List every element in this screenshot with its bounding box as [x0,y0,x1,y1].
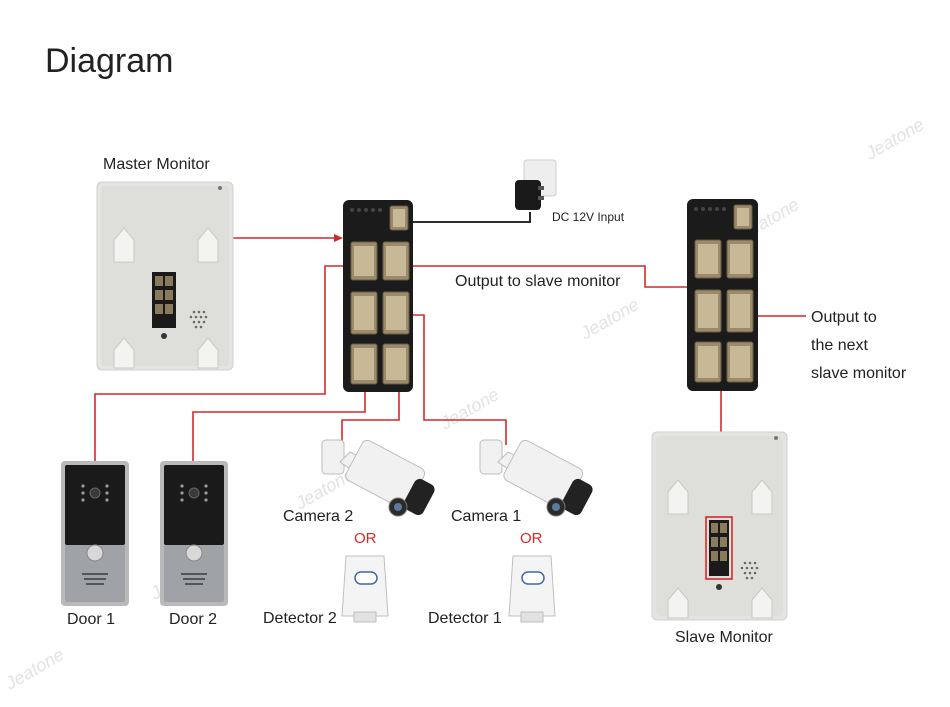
slave-monitor-label: Slave Monitor [675,629,773,646]
output-next-label-3: slave monitor [811,365,907,382]
speaker-grille [740,561,759,580]
slave-monitor [651,431,788,621]
master-monitor-label: Master Monitor [103,156,210,173]
output-slave-label: Output to slave monitor [455,273,621,290]
power-adapter-icon [515,159,557,210]
camera2-label: Camera 2 [283,508,353,525]
mount-hook [667,479,689,515]
or-label: OR [354,530,377,547]
door-station-1 [61,461,129,606]
or-label: OR [520,530,543,547]
door1-label: Door 1 [67,611,115,628]
connector-board-master [343,200,413,392]
wire-door1 [94,265,350,462]
mic-hole [161,333,167,339]
mic-hole [716,584,722,590]
detector-1-icon [508,555,556,623]
mount-hook [197,337,219,369]
camera1-label: Camera 1 [451,508,521,525]
wire-door2 [192,390,366,462]
mount-hook [751,479,773,515]
watermark: Jeatone [861,114,927,164]
mount-hook [751,587,773,619]
mount-hook [197,227,219,263]
call-button-icon [86,544,104,562]
output-next-label-1: Output to [811,309,877,326]
connector-board-slave [687,199,758,391]
call-button-icon [185,544,203,562]
camera-2-icon [321,439,435,517]
detector2-label: Detector 2 [263,610,337,627]
arrowhead [334,234,343,242]
watermark: Jeatone [436,384,502,434]
watermark: Jeatone [576,294,642,344]
watermark: Jeatone [1,644,67,694]
camera-1-icon [479,439,593,517]
mount-hook [667,587,689,619]
detector-2-icon [341,555,389,623]
wire-camera1 [412,314,507,445]
mount-hook [113,337,135,369]
wire-power [408,212,531,223]
speaker-grille [189,310,208,329]
detector1-label: Detector 1 [428,610,502,627]
mount-hook [113,227,135,263]
wire-camera2 [341,390,400,445]
page-title: Diagram [45,42,173,80]
power-label: DC 12V Input [552,210,625,224]
master-monitor [96,181,234,371]
door-station-2 [160,461,228,606]
door2-label: Door 2 [169,611,217,628]
output-next-label-2: the next [811,337,868,354]
